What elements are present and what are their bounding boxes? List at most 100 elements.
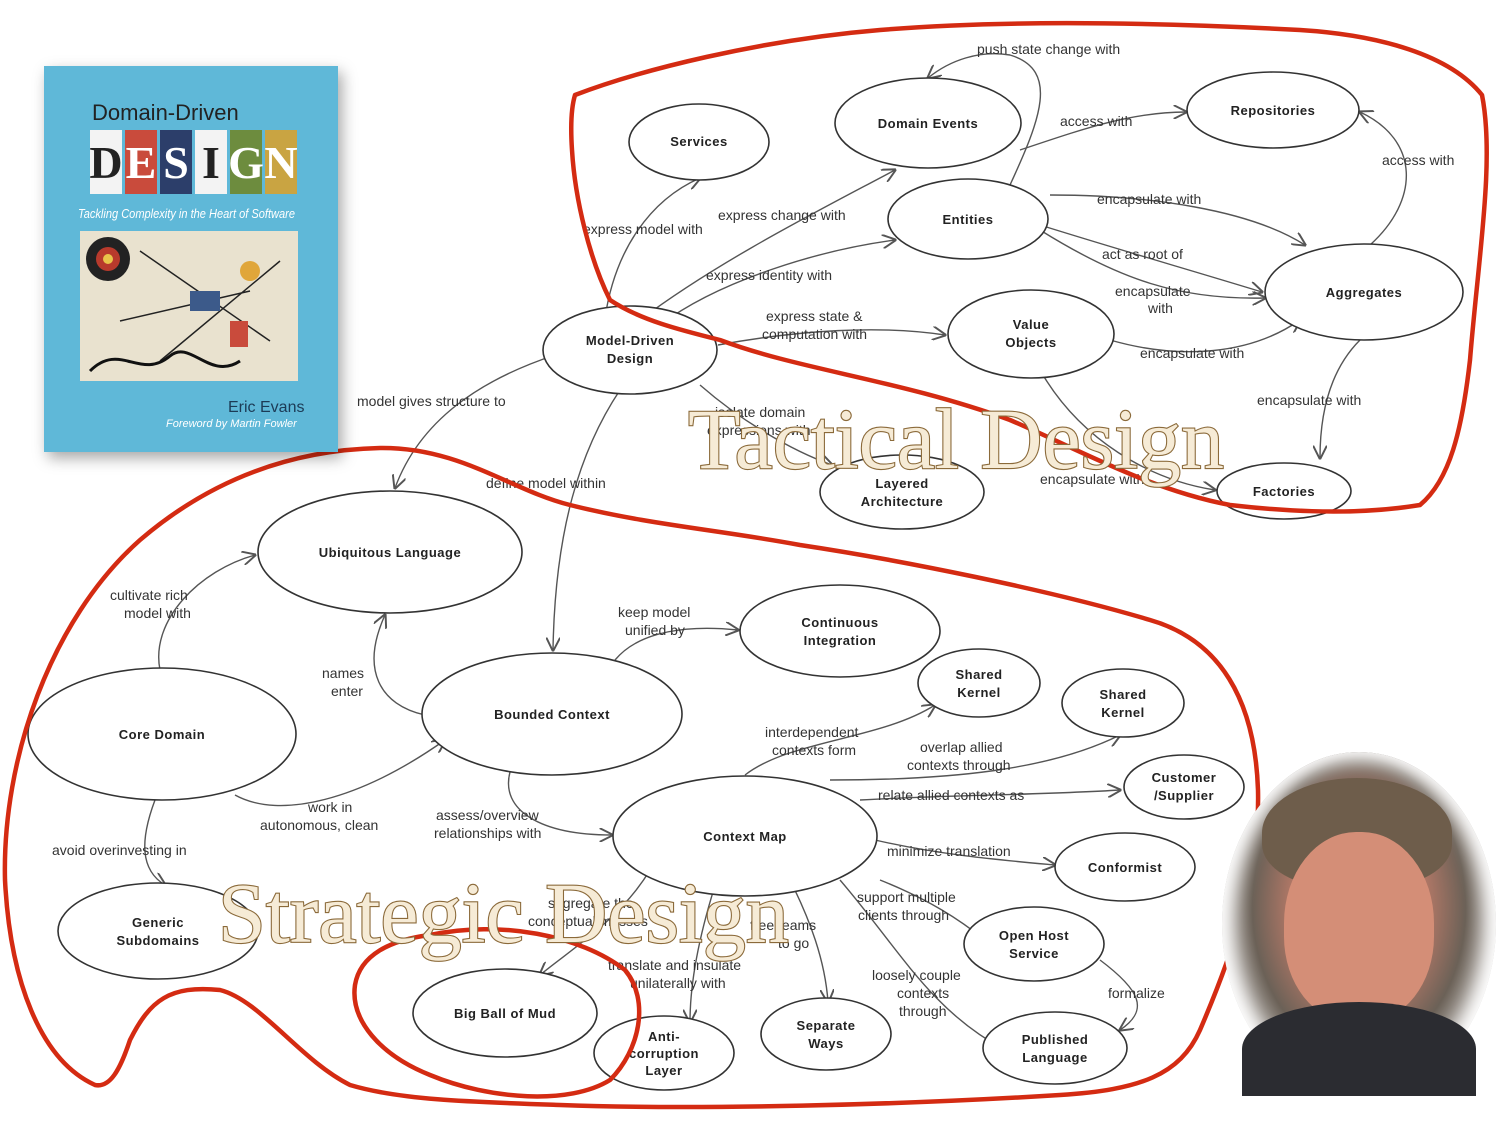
svg-text:Kernel: Kernel [957, 685, 1000, 700]
node-aggregates: Aggregates [1264, 243, 1464, 341]
label-loosely-3: through [899, 1003, 946, 1019]
svg-text:Context Map: Context Map [703, 829, 787, 844]
portrait-face [1284, 832, 1434, 1022]
label-isolate-2: expressions with [707, 422, 811, 438]
label-cultivate-2: model with [124, 605, 191, 621]
node-continuous-integration: Continuous Integration [739, 584, 941, 678]
svg-text:Shared: Shared [955, 667, 1002, 682]
svg-text:Separate: Separate [797, 1018, 856, 1033]
svg-text:Big Ball of Mud: Big Ball of Mud [454, 1006, 556, 1021]
svg-text:Services: Services [670, 134, 728, 149]
label-interdependent-1: interdependent [765, 724, 859, 740]
svg-text:Layer: Layer [645, 1063, 682, 1078]
book-letter: N [264, 130, 298, 194]
big-ball-outline [352, 926, 642, 1099]
label-names-2: enter [331, 683, 363, 699]
label-loosely-2: contexts [897, 985, 949, 1001]
label-model-gives: model gives structure to [357, 393, 506, 409]
node-ubiquitous-language: Ubiquitous Language [257, 490, 523, 614]
svg-text:Shared: Shared [1099, 687, 1146, 702]
book-letter: G [228, 130, 264, 194]
label-work-in-1: work in [307, 799, 352, 815]
svg-text:Objects: Objects [1005, 335, 1056, 350]
label-isolate-1: isolate domain [715, 404, 805, 420]
svg-text:Design: Design [607, 351, 653, 366]
node-domain-events: Domain Events [834, 77, 1022, 169]
node-layered-architecture: Layered Architecture [819, 454, 985, 530]
svg-text:Subdomains: Subdomains [116, 933, 199, 948]
label-express-change: express change with [718, 207, 846, 223]
node-generic-subdomains: Generic Subdomains [57, 882, 259, 980]
node-separate-ways: Separate Ways [760, 997, 892, 1071]
book-letter: D [89, 130, 123, 194]
node-value-objects: Value Objects [947, 289, 1115, 379]
node-context-map: Context Map [612, 775, 878, 897]
label-interdependent-2: contexts form [772, 742, 856, 758]
svg-text:Kernel: Kernel [1101, 705, 1144, 720]
strategic-outline [2, 445, 1261, 1110]
svg-text:Ubiquitous Language: Ubiquitous Language [319, 545, 461, 560]
node-conformist: Conformist [1054, 832, 1196, 902]
svg-text:Integration: Integration [804, 633, 877, 648]
label-assess-1: assess/overview [436, 807, 540, 823]
label-segregate-1: segregate the [548, 895, 634, 911]
label-act-as-root: act as root of [1102, 246, 1183, 262]
svg-text:corruption: corruption [629, 1046, 699, 1061]
label-encapsulate-3: encapsulate with [1140, 345, 1244, 361]
label-free-1: free teams [750, 917, 816, 933]
node-services: Services [628, 103, 770, 181]
node-shared-kernel-b: Shared Kernel [1061, 668, 1185, 738]
svg-text:Conformist: Conformist [1088, 860, 1163, 875]
label-access-with-2: access with [1382, 152, 1454, 168]
book-title-letters: D E S I G N [89, 130, 310, 194]
label-encapsulate-5: encapsulate with [1040, 471, 1144, 487]
label-assess-2: relationships with [434, 825, 541, 841]
svg-text:Anti-: Anti- [648, 1029, 680, 1044]
svg-text:Language: Language [1022, 1050, 1087, 1065]
edges [144, 53, 1407, 1050]
node-big-ball-of-mud: Big Ball of Mud [412, 968, 598, 1058]
label-express-state-2: computation with [762, 326, 867, 342]
book-cover-artwork [80, 231, 298, 381]
node-entities: Entities [887, 178, 1049, 260]
svg-text:/Supplier: /Supplier [1154, 788, 1214, 803]
svg-text:Ways: Ways [808, 1036, 843, 1051]
node-core-domain: Core Domain [27, 667, 297, 801]
label-overlap-1: overlap allied [920, 739, 1003, 755]
node-model-driven-design: Model-Driven Design [542, 305, 718, 395]
node-bounded-context: Bounded Context [421, 652, 683, 776]
svg-text:Core Domain: Core Domain [119, 727, 205, 742]
node-anti-corruption-layer: Anti- corruption Layer [593, 1015, 735, 1091]
svg-text:Factories: Factories [1253, 484, 1315, 499]
svg-text:Open Host: Open Host [999, 928, 1069, 943]
label-minimize: minimize translation [887, 843, 1011, 859]
label-formalize: formalize [1108, 985, 1165, 1001]
label-encapsulate-4: encapsulate with [1257, 392, 1361, 408]
portrait-coat [1242, 1002, 1476, 1096]
tactical-design-title: Tactical Design [688, 391, 1224, 487]
node-open-host-service: Open Host Service [963, 906, 1105, 982]
label-support-2: clients through [858, 907, 949, 923]
svg-text:Architecture: Architecture [861, 494, 944, 509]
svg-text:Generic: Generic [132, 915, 184, 930]
book-author: Eric Evans [228, 399, 305, 416]
label-cultivate-1: cultivate rich [110, 587, 188, 603]
book-foreword: Foreword by Martin Fowler [166, 418, 297, 430]
label-encapsulate-2b: with [1147, 300, 1173, 316]
label-relate-allied: relate allied contexts as [878, 787, 1024, 803]
svg-text:Service: Service [1009, 946, 1059, 961]
label-loosely-1: loosely couple [872, 967, 961, 983]
book-letter: S [160, 130, 192, 194]
svg-text:Aggregates: Aggregates [1326, 285, 1403, 300]
svg-text:Customer: Customer [1152, 770, 1217, 785]
book-letter: I [195, 130, 227, 194]
svg-text:Value: Value [1013, 317, 1049, 332]
svg-text:Entities: Entities [943, 212, 994, 227]
label-encapsulate-2a: encapsulate [1115, 283, 1191, 299]
label-push-state: push state change with [977, 41, 1120, 57]
label-work-in-2: autonomous, clean [260, 817, 378, 833]
node-customer-supplier: Customer /Supplier [1123, 754, 1245, 820]
book-letter: E [125, 130, 157, 194]
label-translate-2: unilaterally with [630, 975, 726, 991]
author-portrait [1222, 752, 1496, 1096]
